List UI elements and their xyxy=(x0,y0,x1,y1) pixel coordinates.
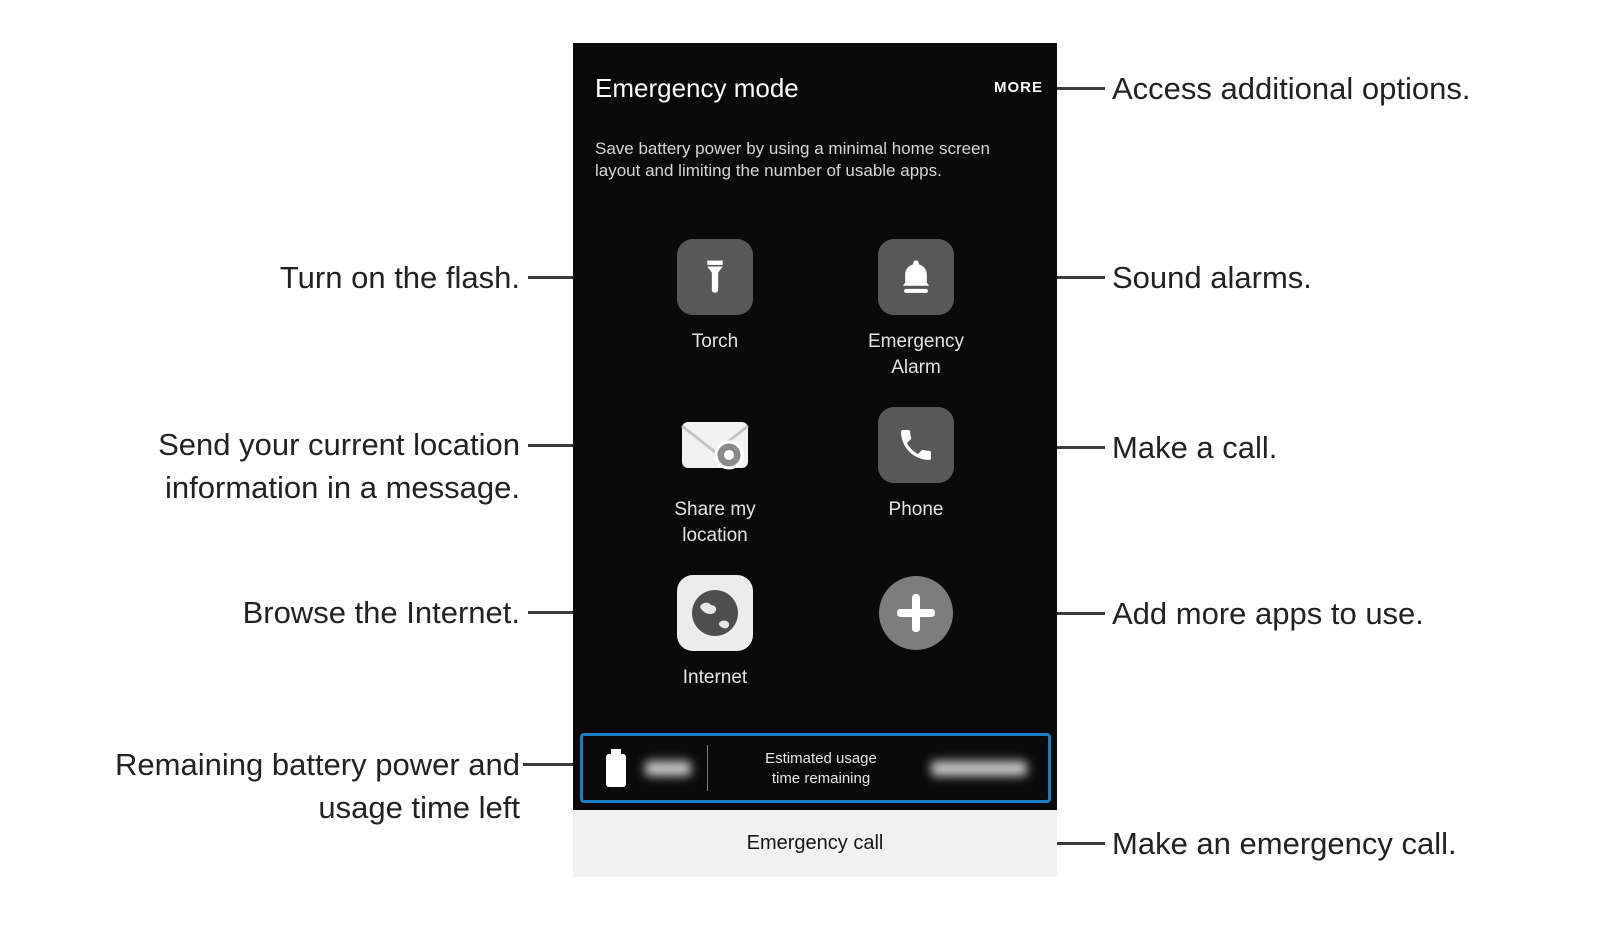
page-title: Emergency mode xyxy=(595,73,799,103)
emergency-call-label: Emergency call xyxy=(746,832,884,854)
phone-icon xyxy=(878,407,954,483)
battery-status-bar: Estimated usage time remaining xyxy=(580,733,1051,803)
annotation-emergency-call: Make an emergency call. xyxy=(1112,826,1457,861)
battery-bar-divider xyxy=(707,745,708,791)
share-location-icon xyxy=(677,407,753,488)
phone-screen: Emergency mode MORE Save battery power b… xyxy=(573,43,1057,877)
usage-time-redacted xyxy=(931,761,1027,776)
annotation-share-location: Send your current location information i… xyxy=(158,427,520,506)
callout-line-battery xyxy=(523,763,581,766)
callout-line-more xyxy=(1049,87,1105,90)
annotation-sound-alarms: Sound alarms. xyxy=(1112,260,1312,295)
app-label-share-location: Share my location xyxy=(674,499,756,547)
annotation-battery-remaining: Remaining battery power and usage time l… xyxy=(115,747,520,826)
annotation-make-call: Make a call. xyxy=(1112,430,1278,465)
app-label-phone: Phone xyxy=(888,499,944,520)
app-label-torch: Torch xyxy=(691,331,739,352)
screen-description: Save battery power by using a minimal ho… xyxy=(595,139,990,181)
app-tile-internet[interactable] xyxy=(677,575,753,651)
more-button[interactable]: MORE xyxy=(994,79,1043,96)
add-apps-tile[interactable] xyxy=(878,575,954,651)
app-tile-phone[interactable] xyxy=(878,407,954,483)
battery-percent-redacted xyxy=(645,761,691,776)
alarm-bell-icon xyxy=(878,239,954,315)
app-tile-emergency-alarm[interactable] xyxy=(878,239,954,315)
add-plus-icon xyxy=(878,575,954,656)
annotation-turn-on-flash: Turn on the flash. xyxy=(279,260,520,295)
emergency-call-button[interactable]: Emergency call xyxy=(573,810,1057,877)
flashlight-icon xyxy=(677,239,753,315)
app-label-internet: Internet xyxy=(682,667,748,688)
estimated-usage-label: Estimated usage time remaining xyxy=(765,750,877,787)
annotation-add-apps: Add more apps to use. xyxy=(1112,596,1424,631)
app-tile-torch[interactable] xyxy=(677,239,753,315)
annotation-more-options: Access additional options. xyxy=(1112,71,1471,106)
internet-globe-icon xyxy=(677,575,753,656)
app-label-emergency-alarm: Emergency Alarm xyxy=(867,331,965,379)
battery-icon xyxy=(603,747,629,794)
app-tile-share-location[interactable] xyxy=(677,407,753,483)
annotation-browse-internet: Browse the Internet. xyxy=(242,595,520,630)
